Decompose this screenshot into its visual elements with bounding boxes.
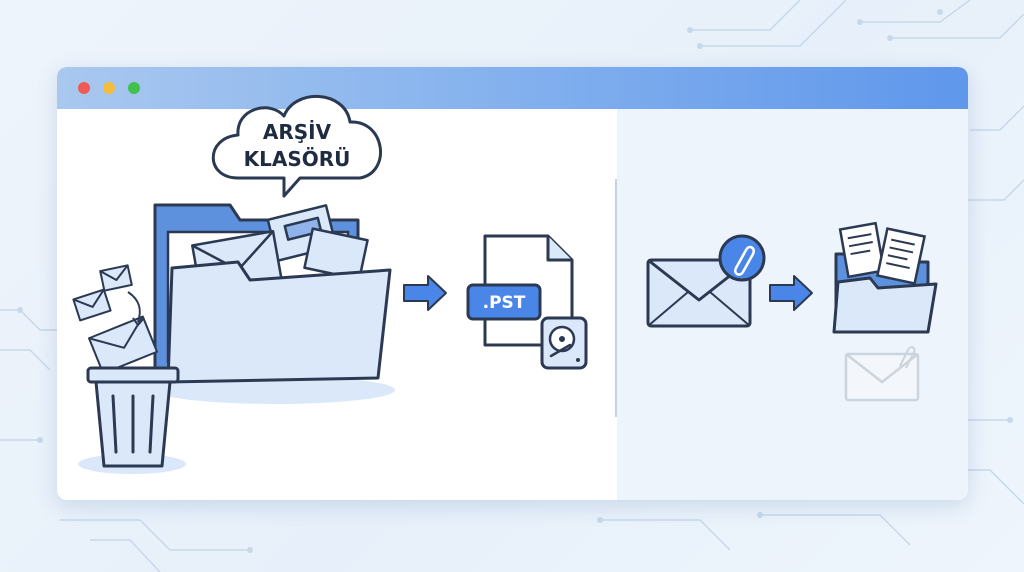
trash-bin-icon: [78, 366, 186, 474]
archive-folder-icon: [153, 203, 395, 404]
curved-arrow-icon: [127, 291, 141, 323]
hard-disk-icon: [540, 316, 588, 370]
cloud-label-line2: KLASÖRÜ: [244, 147, 351, 171]
cloud-bubble-icon: ARŞİV KLASÖRÜ: [211, 94, 382, 198]
close-window-button[interactable]: [78, 82, 90, 94]
maximize-window-button[interactable]: [128, 82, 140, 94]
envelope-attachment-icon: [646, 234, 766, 328]
window-titlebar: [57, 67, 968, 109]
faded-envelope-attachment-icon: [844, 346, 920, 402]
cloud-label-line1: ARŞİV: [263, 120, 332, 144]
folder-documents-icon: [832, 221, 938, 334]
envelope-icon: [72, 264, 159, 375]
pst-extension-label: .PST: [483, 293, 526, 313]
minimize-window-button[interactable]: [103, 82, 115, 94]
arrow-right-icon-2: [769, 275, 813, 311]
pane-divider: [615, 179, 617, 417]
arrow-right-icon: [403, 275, 447, 311]
